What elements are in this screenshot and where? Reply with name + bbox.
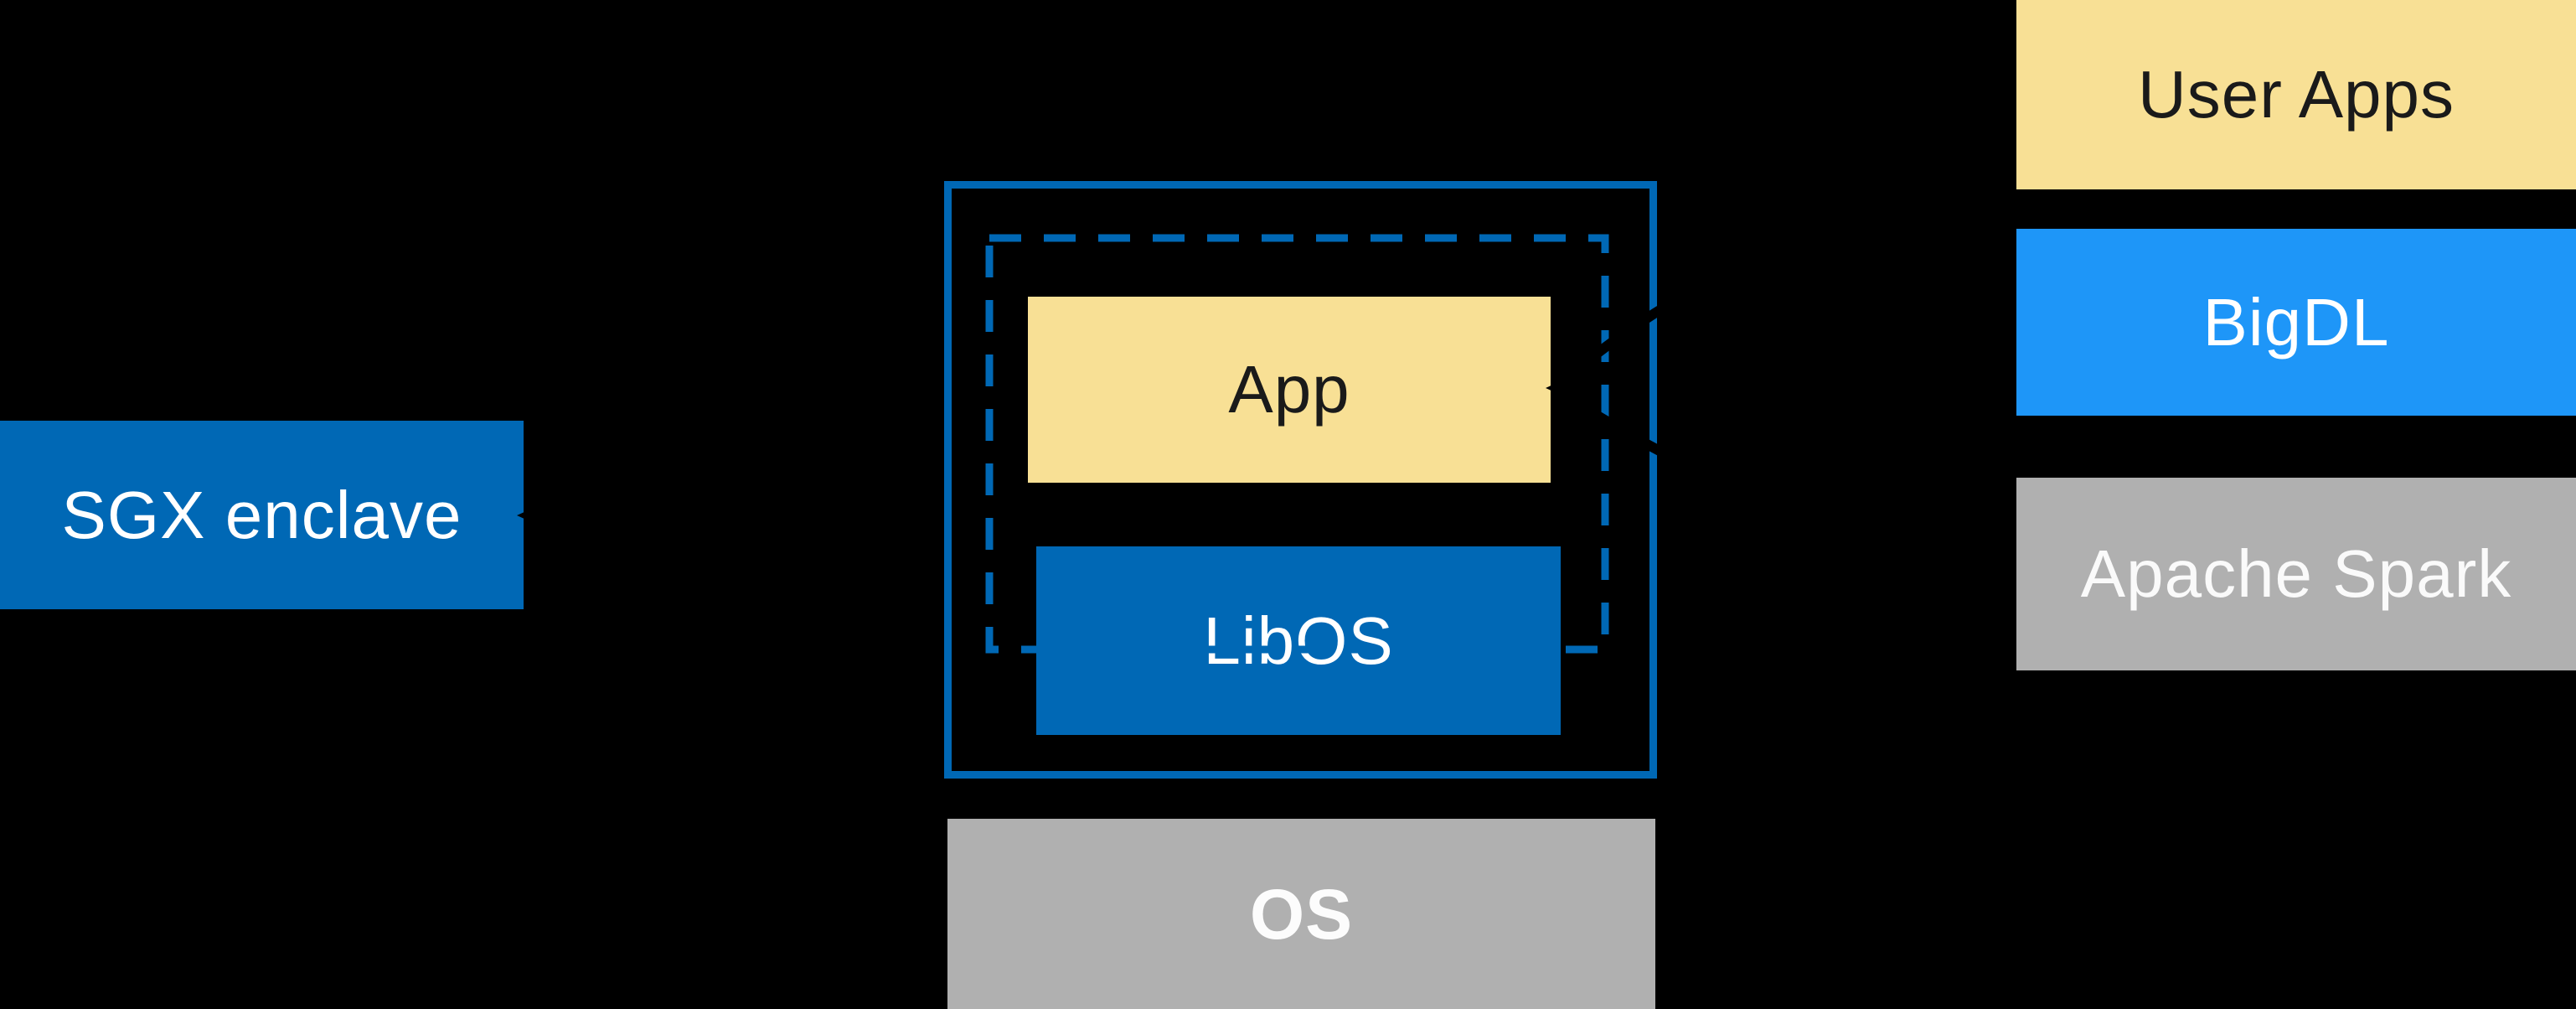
sgx-enclave-label-box: SGX enclave <box>0 421 524 609</box>
os-label: OS <box>1249 874 1354 954</box>
bigdl-box: BigDL <box>2016 229 2576 416</box>
apache-spark-box: Apache Spark <box>2016 478 2576 670</box>
sgx-enclave-label: SGX enclave <box>61 477 462 552</box>
app-label: App <box>1228 352 1350 427</box>
bigdl-label: BigDL <box>2202 284 2390 360</box>
libos-label: LibOS <box>1203 603 1394 678</box>
user-apps-label: User Apps <box>2137 57 2455 132</box>
libos-box: LibOS <box>1036 546 1561 735</box>
os-box: OS <box>947 819 1655 1009</box>
apache-spark-label: Apache Spark <box>2080 536 2512 611</box>
user-apps-box: User Apps <box>2016 0 2576 189</box>
app-box: App <box>1028 297 1551 483</box>
